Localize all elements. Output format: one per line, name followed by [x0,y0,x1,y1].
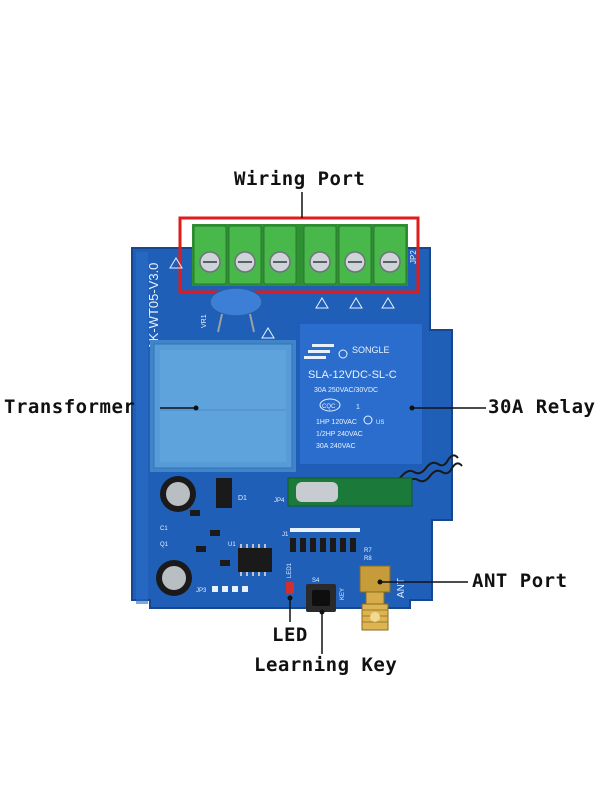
wiring-port-label: Wiring Port [234,168,366,190]
relay-line3: 30A 240VAC [316,443,356,450]
relay-rating: 30A 250VAC/30VDC [314,387,378,394]
jp3-label: JP3 [196,588,207,594]
led-component [286,582,294,594]
varistor [209,287,263,317]
key-ref-label: KEY [340,588,346,600]
jp4-label: JP4 [274,498,285,504]
jp2-label: JP2 [409,250,418,264]
relay-model: SLA-12VDC-SL-C [308,369,397,381]
transformer-label: Transformer [4,396,136,418]
wiring-port-highlight [178,216,420,294]
relay-us: US [376,420,384,426]
capacitor-bottom [156,560,192,596]
learning-key-button [306,584,336,612]
callout-lines [160,192,486,654]
relay-label: 30A Relay [488,396,596,418]
d1-label: D1 [238,495,247,502]
relay-cert: CQC [322,404,336,410]
r8-label: R8 [364,556,372,562]
learning-key-label: Learning Key [254,654,398,676]
board-model-label: AK-WT05-V3.0 [146,263,161,350]
relay-brand: SONGLE [352,345,390,355]
transformer [150,340,296,472]
sma-connector [359,565,391,631]
led-ref-label: LED1 [287,562,293,578]
ant-silk-label: ANT [396,578,407,598]
ic-chip [238,544,272,576]
terminal-block [192,224,408,286]
q1-label: Q1 [160,542,169,548]
relay-line2: 1/2HP 240VAC [316,431,363,438]
led-label: LED [272,624,308,646]
coil-antenna [399,454,463,487]
relay: SONGLE SLA-12VDC-SL-C 30A 250VAC/30VDC C… [296,320,426,468]
vr1-label: VR1 [201,314,208,328]
c1-label: C1 [160,526,168,532]
relay-line1: 1HP 120VAC [316,419,357,426]
u1-label: U1 [228,542,236,548]
capacitor-top [160,476,196,512]
r7-label: R7 [364,548,372,554]
s4-label: S4 [312,578,320,584]
ant-port-label: ANT Port [472,570,568,592]
relay-pin: 1 [356,404,360,411]
j1-label: J1 [282,532,289,538]
